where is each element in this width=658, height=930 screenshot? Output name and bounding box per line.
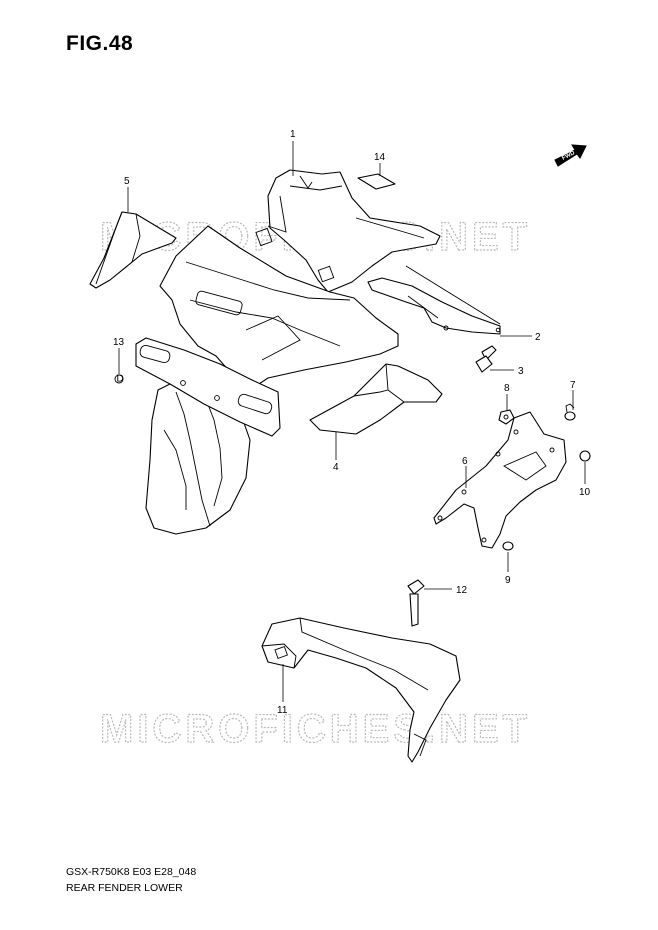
callout-labels: 1 2 3 4 5 6 7 8 9 10 11 12 13 14 bbox=[113, 129, 591, 716]
leader-lines bbox=[118, 141, 586, 702]
part-11-lower-cover bbox=[261, 617, 461, 763]
callout-3: 3 bbox=[518, 366, 524, 377]
callout-5: 5 bbox=[124, 176, 130, 187]
callout-2: 2 bbox=[535, 332, 541, 343]
fwd-label: FWD bbox=[561, 150, 576, 162]
fwd-arrow-icon: FWD bbox=[554, 144, 587, 167]
svg-text:D: D bbox=[117, 374, 124, 385]
figure-name: REAR FENDER LOWER bbox=[66, 882, 183, 894]
watermark-bottom: MICROFICHES.NET bbox=[100, 707, 531, 751]
part-8-nut bbox=[498, 409, 515, 425]
part-14-label-sticker bbox=[357, 173, 396, 190]
callout-9: 9 bbox=[505, 575, 511, 586]
callout-8: 8 bbox=[504, 383, 510, 394]
callout-11: 11 bbox=[277, 705, 288, 716]
part-3-bolt bbox=[475, 345, 497, 373]
callout-13: 13 bbox=[113, 337, 125, 348]
part-13-license-plate-bracket: D bbox=[114, 337, 281, 437]
callout-10: 10 bbox=[579, 487, 591, 498]
part-5-side-cover bbox=[89, 211, 177, 289]
figure-title: FIG.48 bbox=[66, 32, 134, 55]
callout-4: 4 bbox=[333, 462, 339, 473]
callout-14: 14 bbox=[374, 152, 386, 163]
callout-12: 12 bbox=[456, 585, 468, 596]
part-1-fender-frame bbox=[255, 169, 441, 293]
part-2-stay-bracket bbox=[367, 265, 501, 335]
part-12-bolt bbox=[407, 579, 425, 627]
callout-6: 6 bbox=[462, 456, 468, 467]
part-7-screw bbox=[564, 403, 576, 421]
callout-7: 7 bbox=[570, 380, 576, 391]
part-9-screw bbox=[502, 541, 514, 551]
part-10-grommet bbox=[579, 450, 591, 462]
part-6-bracket-plate bbox=[433, 411, 567, 549]
part-4-lower-panel bbox=[309, 363, 443, 435]
callout-1: 1 bbox=[290, 129, 296, 140]
model-code: GSX-R750K8 E03 E28_048 bbox=[66, 866, 197, 878]
